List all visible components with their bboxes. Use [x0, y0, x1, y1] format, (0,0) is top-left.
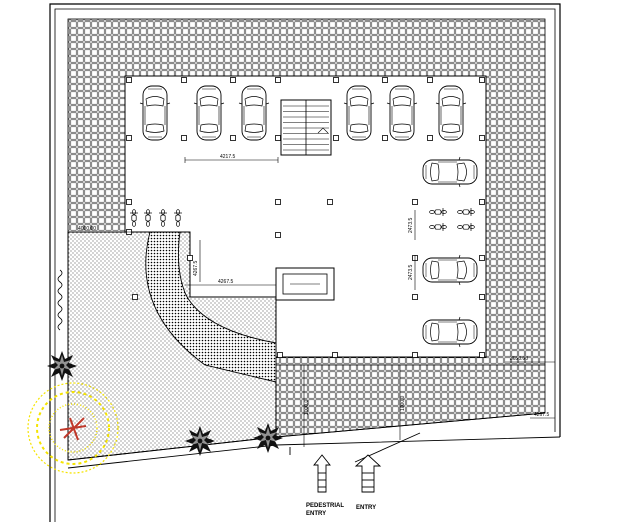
column-19 — [327, 199, 333, 205]
column-30 — [479, 352, 485, 358]
column-16 — [479, 135, 485, 141]
column-7 — [275, 77, 281, 83]
column-29 — [479, 294, 485, 300]
column-11 — [382, 77, 388, 83]
column-33 — [412, 352, 418, 358]
column-13 — [427, 77, 433, 83]
parked-car-top-5 — [386, 85, 418, 141]
column-5 — [230, 77, 236, 83]
column-3 — [181, 77, 187, 83]
column-2 — [126, 135, 132, 141]
yellow-tree — [27, 382, 119, 474]
column-12 — [382, 135, 388, 141]
parked-car-top-2 — [193, 85, 225, 141]
site-boundary — [49, 3, 561, 522]
shrub-3 — [253, 423, 283, 453]
dim-landscape-height: 4267.5 — [193, 260, 199, 276]
parked-car-top-3 — [238, 85, 270, 141]
vehicle-entry-label: ENTRY — [356, 505, 376, 511]
pedestrian-entry-arrow — [313, 454, 331, 493]
column-26 — [479, 255, 485, 261]
dimension-lines — [72, 157, 555, 447]
column-9 — [333, 77, 339, 83]
column-17 — [126, 199, 132, 205]
column-20 — [412, 199, 418, 205]
dim-right-boundary: 3650.00 — [510, 356, 528, 362]
dim-ramp-width: 4267.5 — [218, 279, 234, 285]
column-14 — [427, 135, 433, 141]
dim-side-vehicles-1: 2473.5 — [408, 217, 414, 233]
trees — [27, 269, 283, 474]
parked-car-right-3 — [423, 317, 477, 347]
column-6 — [230, 135, 236, 141]
vehicle-entry-arrow — [354, 454, 382, 493]
pedestrian-entry-label: PEDESTRIAL — [306, 503, 344, 509]
dim-ped-entry-height: 1000.0 — [304, 399, 310, 415]
column-21 — [479, 199, 485, 205]
dim-side-vehicles-2: 2473.5 — [408, 264, 414, 280]
hedge-plants — [57, 269, 63, 331]
parked-car-right-1 — [423, 157, 477, 187]
shrub-1 — [47, 351, 77, 381]
column-4 — [181, 135, 187, 141]
column-1 — [126, 77, 132, 83]
column-10 — [333, 135, 339, 141]
pedestrian-entry-label-2: ENTRY — [306, 511, 326, 517]
lift-core — [275, 267, 335, 301]
staircase — [280, 99, 332, 156]
column-31 — [277, 352, 283, 358]
dim-top-cars: 4217.5 — [220, 154, 236, 160]
column-8 — [275, 135, 281, 141]
dim-left-boundary: 4000.00 — [78, 226, 96, 232]
parked-car-top-1 — [139, 85, 171, 141]
curved-driveway — [145, 231, 277, 383]
parked-car-top-4 — [343, 85, 375, 141]
dim-vehicle-entry-height: 1000.0 — [400, 395, 406, 411]
column-28 — [412, 294, 418, 300]
column-18 — [275, 199, 281, 205]
column-15 — [479, 77, 485, 83]
shrub-2 — [185, 426, 215, 456]
column-24 — [187, 255, 193, 261]
column-23 — [275, 232, 281, 238]
column-32 — [332, 352, 338, 358]
dim-bottom-right: 4267.5 — [534, 412, 550, 418]
column-27 — [132, 294, 138, 300]
parked-car-top-6 — [435, 85, 467, 141]
dimension-labels: 4217.5 4267.5 4267.5 4000.00 2473.5 2473… — [78, 154, 550, 418]
parked-car-right-2 — [423, 255, 477, 285]
